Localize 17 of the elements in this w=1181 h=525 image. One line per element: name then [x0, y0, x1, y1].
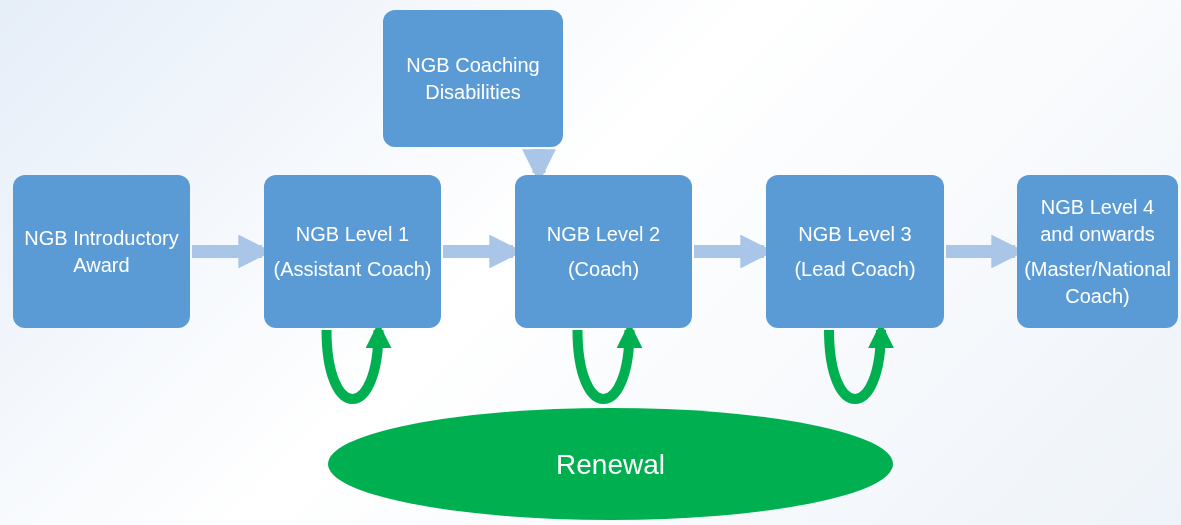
box-text: (Master/National Coach) — [1024, 256, 1171, 309]
box-text: NGB Coaching Disabilities — [405, 52, 541, 105]
box-text: NGB Level 3 — [798, 221, 912, 247]
box-text: (Lead Coach) — [794, 256, 916, 282]
box-text: NGB Introductory Award — [23, 225, 180, 278]
process-box — [515, 175, 692, 328]
box-text: NGB Level 2 — [546, 221, 661, 247]
process-box — [383, 10, 563, 147]
process-box — [264, 175, 441, 328]
process-box — [13, 175, 190, 328]
box-text: (Coach) — [567, 256, 640, 282]
box-text: (Assistant Coach) — [273, 256, 432, 282]
box-text: NGB Level 1 — [295, 221, 410, 247]
process-box — [766, 175, 944, 328]
process-box — [1017, 175, 1178, 328]
box-text: Renewal — [556, 447, 665, 482]
box-text: NGB Level 4 and onwards — [1039, 194, 1156, 247]
